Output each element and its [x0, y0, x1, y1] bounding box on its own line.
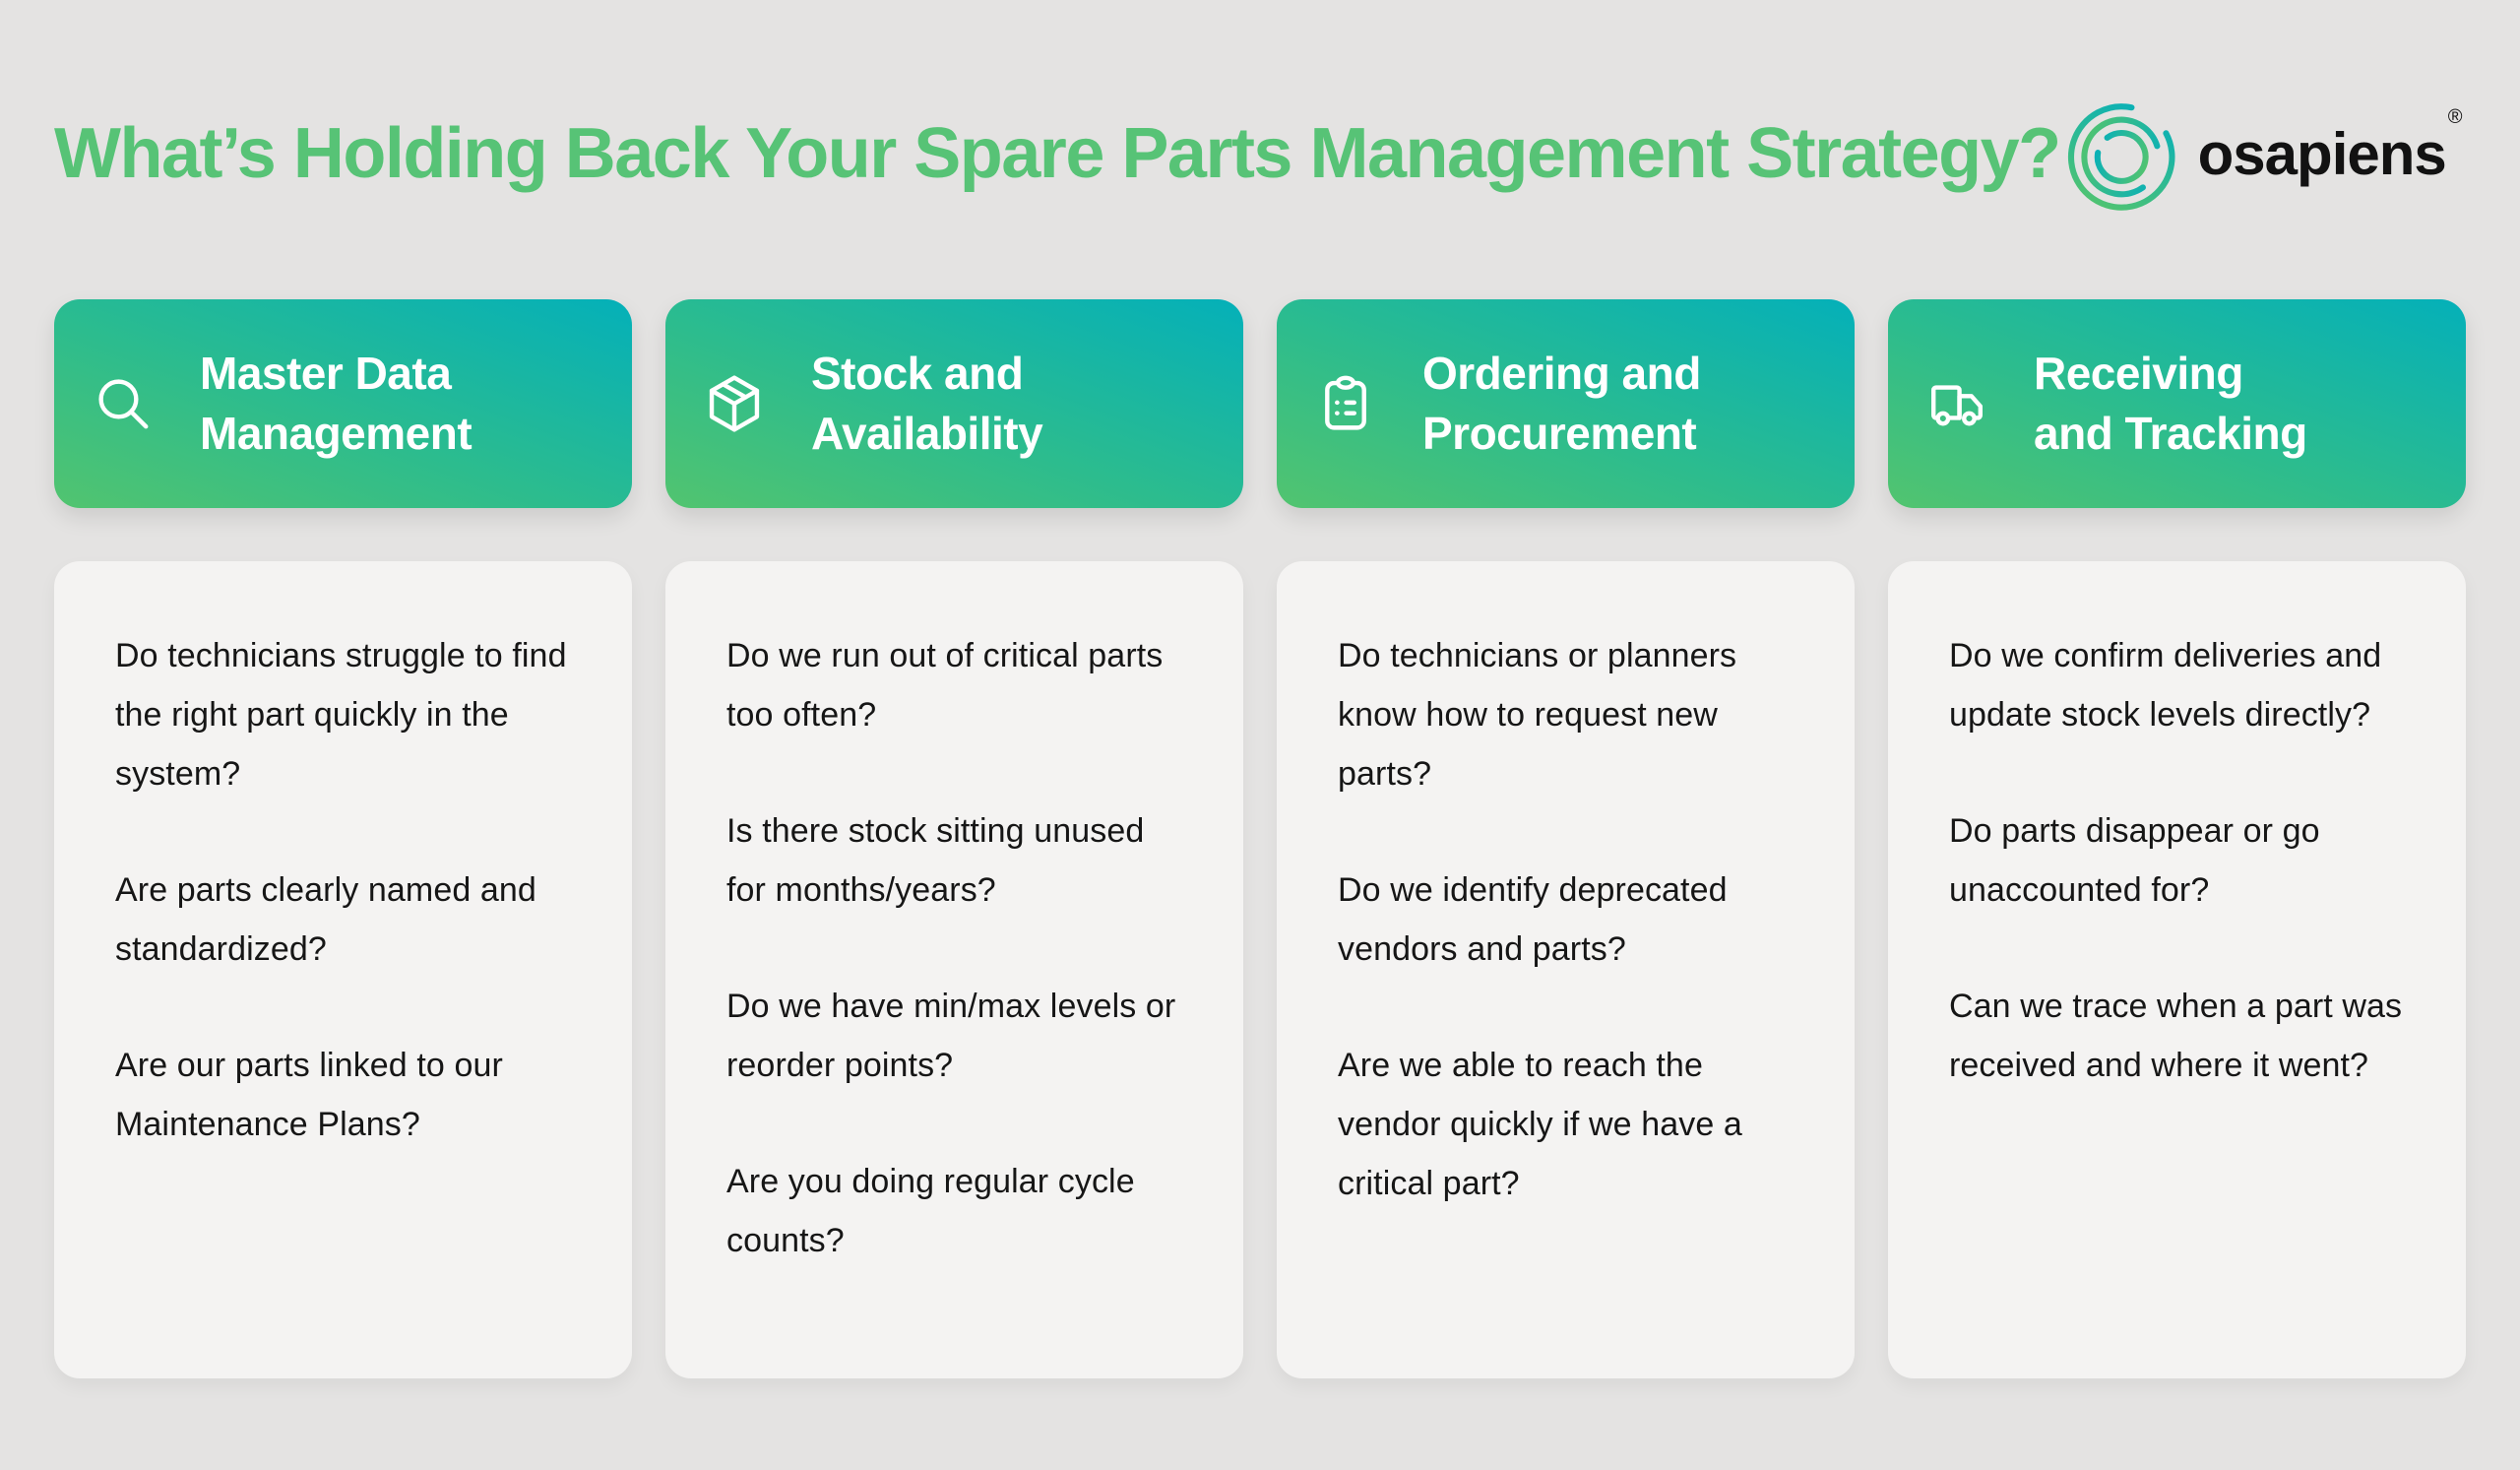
- header-card-stock-and-availability: Stock and Availability: [665, 299, 1243, 508]
- columns-grid: Master Data Management Stock and Availab…: [54, 299, 2466, 1378]
- question: Are we able to reach the vendor quickly …: [1338, 1047, 1742, 1202]
- question: Are our parts linked to our Maintenance …: [115, 1047, 503, 1143]
- osapiens-wordmark: osapiens®: [2197, 106, 2463, 187]
- page-title: What’s Holding Back Your Spare Parts Man…: [54, 114, 2061, 194]
- questions-card-ordering-and-procurement: Do technicians or planners know how to r…: [1277, 561, 1855, 1378]
- header-card-master-data-management: Master Data Management: [54, 299, 632, 508]
- question: Are parts clearly named and standardized…: [115, 871, 536, 968]
- question: Do we run out of critical parts too ofte…: [726, 637, 1164, 734]
- header-card-ordering-and-procurement: Ordering and Procurement: [1277, 299, 1855, 508]
- question: Do we have min/max levels or reorder poi…: [726, 988, 1176, 1084]
- osapiens-rings-icon: [2067, 103, 2175, 211]
- header-title: Master Data Management: [200, 348, 472, 459]
- questions-card-receiving-and-tracking: Do we confirm deliveries and update stoc…: [1888, 561, 2466, 1378]
- registered-mark: ®: [2447, 106, 2463, 128]
- question: Is there stock sitting unused for months…: [726, 812, 1145, 909]
- header-title: Receiving and Tracking: [2034, 348, 2307, 459]
- questions-card-stock-and-availability: Do we run out of critical parts too ofte…: [665, 561, 1243, 1378]
- question: Are you doing regular cycle counts?: [726, 1163, 1135, 1259]
- clipboard-icon: [1325, 375, 1366, 430]
- osapiens-logo: osapiens®: [2060, 95, 2463, 215]
- question: Do technicians or planners know how to r…: [1338, 637, 1737, 793]
- question: Can we trace when a part was received an…: [1949, 988, 2403, 1084]
- header-title: Stock and Availability: [811, 348, 1043, 459]
- search-icon: [98, 379, 149, 429]
- question: Do we confirm deliveries and update stoc…: [1949, 637, 2382, 734]
- header-title: Ordering and Procurement: [1422, 348, 1701, 459]
- header-card-receiving-and-tracking: Receiving and Tracking: [1888, 299, 2466, 508]
- questions-card-master-data-management: Do technicians struggle to find the righ…: [54, 561, 632, 1378]
- truck-icon: [1931, 385, 1983, 426]
- question: Do technicians struggle to find the righ…: [115, 637, 567, 793]
- top-bar: What’s Holding Back Your Spare Parts Man…: [54, 0, 2466, 219]
- question: Do parts disappear or go unaccounted for…: [1949, 812, 2320, 909]
- package-icon: [709, 375, 760, 432]
- question: Do we identify deprecated vendors and pa…: [1338, 871, 1728, 968]
